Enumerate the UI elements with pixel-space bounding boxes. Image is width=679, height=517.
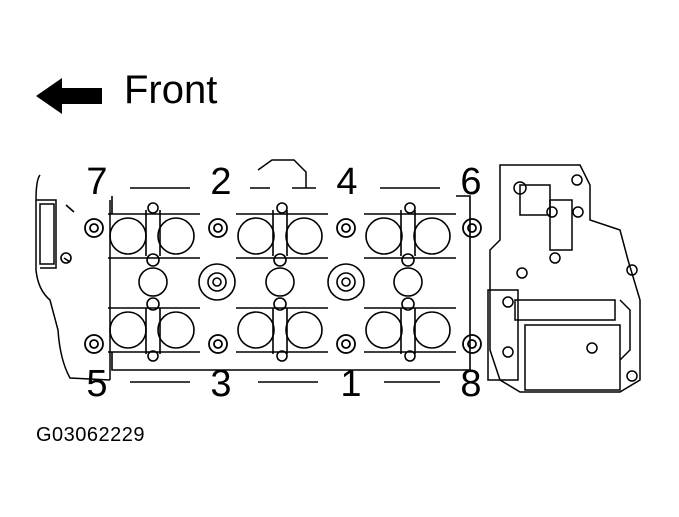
bolt-number: 5	[86, 363, 108, 405]
front-arrow-icon	[36, 78, 102, 114]
bolt-number: 2	[210, 161, 232, 203]
bolt-number: 1	[340, 363, 362, 405]
bolt-number: 3	[210, 363, 232, 405]
front-label: Front	[124, 68, 218, 112]
bolt-number: 8	[460, 363, 482, 405]
bolt-number: 7	[86, 161, 108, 203]
figure-code: G03062229	[36, 424, 146, 446]
bolt-number: 6	[460, 161, 482, 203]
bolt-number: 4	[336, 161, 358, 203]
